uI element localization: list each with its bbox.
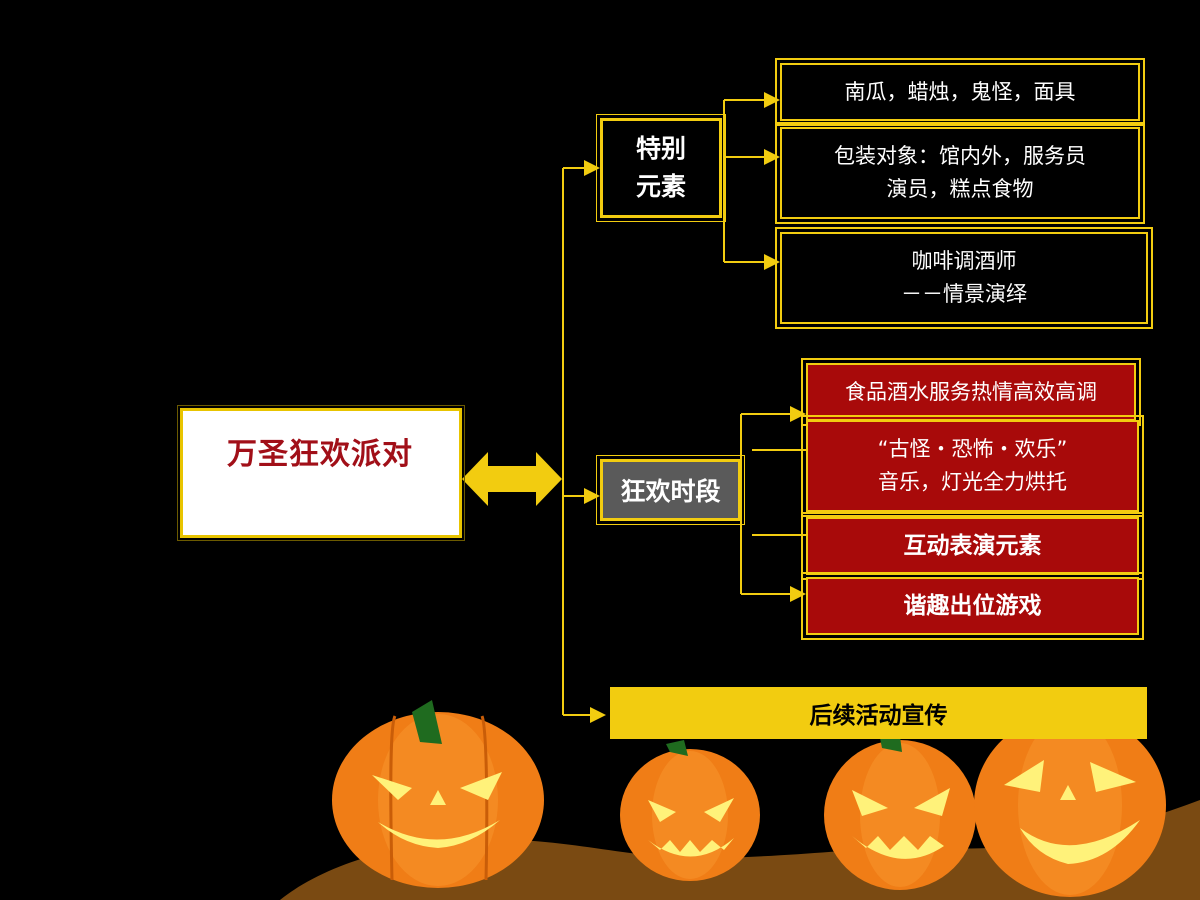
- pumpkin-icon: [332, 700, 544, 888]
- double-arrow-icon: [462, 452, 562, 506]
- special-leaf-2-line1: 包装对象：馆内外，服务员: [834, 144, 1086, 168]
- special-leaf-2-line2: 演员，糕点食物: [886, 177, 1034, 201]
- category-carnival-label: 狂欢时段: [620, 477, 721, 506]
- carnival-leaf-1: 食品酒水服务热情高效高调: [801, 358, 1141, 426]
- root-node: 万圣狂欢派对: [177, 405, 465, 541]
- special-leaf-3-line1: 咖啡调酒师: [911, 249, 1017, 273]
- carnival-leaf-3-text: 互动表演元素: [903, 532, 1042, 559]
- carnival-leaf-4: 谐趣出位游戏: [801, 572, 1144, 640]
- carnival-leaf-2: “古怪・恐怖・欢乐” 音乐，灯光全力烘托: [801, 415, 1144, 517]
- carnival-leaf-2-line2: 音乐，灯光全力烘托: [878, 470, 1067, 494]
- pumpkin-icon: [620, 740, 760, 881]
- special-leaf-1-text: 南瓜，蜡烛，鬼怪，面具: [844, 79, 1076, 104]
- carnival-leaf-4-text: 谐趣出位游戏: [903, 592, 1042, 619]
- pumpkin-icon: [974, 713, 1166, 897]
- carnival-leaf-2-line1: “古怪・恐怖・欢乐”: [877, 437, 1068, 461]
- special-leaf-1: 南瓜，蜡烛，鬼怪，面具: [775, 58, 1145, 126]
- ground-hill: [280, 800, 1200, 900]
- special-leaf-3-line2: －－情景演绎: [901, 282, 1027, 306]
- followup-bar: 后续活动宣传: [610, 687, 1147, 739]
- category-special-elements: 特别 元素: [596, 114, 726, 222]
- carnival-leaf-3: 互动表演元素: [801, 512, 1144, 580]
- category-carnival-period: 狂欢时段: [596, 455, 745, 525]
- root-label: 万圣狂欢派对: [227, 437, 413, 472]
- pumpkin-icon: [824, 736, 976, 890]
- special-leaf-2: 包装对象：馆内外，服务员 演员，糕点食物: [775, 122, 1145, 224]
- category-special-line2: 元素: [635, 172, 686, 201]
- carnival-leaf-1-text: 食品酒水服务热情高效高调: [845, 379, 1097, 404]
- followup-label: 后续活动宣传: [809, 703, 948, 729]
- special-leaf-3: 咖啡调酒师 －－情景演绎: [775, 227, 1153, 329]
- category-special-line1: 特别: [635, 134, 686, 163]
